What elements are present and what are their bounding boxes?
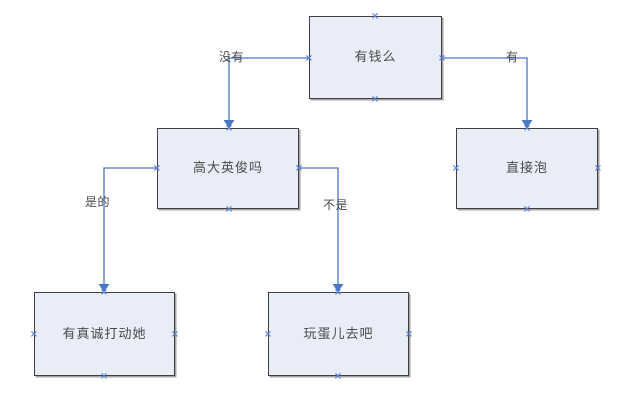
anchor-point-n4-bottom[interactable]: × <box>99 370 109 382</box>
flowchart-node-n2[interactable]: 高大英俊吗 <box>157 128 299 209</box>
anchor-point-n1-bottom[interactable]: × <box>370 93 380 105</box>
anchor-point-n1-left[interactable]: × <box>304 52 314 64</box>
anchor-point-n3-left[interactable]: × <box>451 162 461 174</box>
anchor-point-n1-right[interactable]: × <box>437 52 447 64</box>
connector-e1[interactable] <box>228 57 309 121</box>
anchor-point-n2-bottom[interactable]: × <box>224 203 234 215</box>
edge-label-e3[interactable]: 是的 <box>85 195 111 209</box>
anchor-point-n2-left[interactable]: × <box>152 162 162 174</box>
anchor-point-n5-right[interactable]: × <box>404 328 414 340</box>
anchor-point-n3-right[interactable]: × <box>593 162 603 174</box>
flowchart-node-n5[interactable]: 玩蛋儿去吧 <box>268 292 409 376</box>
arrowhead-a4 <box>332 284 344 292</box>
flowchart-node-n1[interactable]: 有钱么 <box>309 16 442 99</box>
anchor-point-n4-right[interactable]: × <box>170 328 180 340</box>
anchor-point-n2-right[interactable]: × <box>294 162 304 174</box>
flowchart-node-n3[interactable]: 直接泡 <box>456 128 598 209</box>
anchor-point-n5-top[interactable]: × <box>333 286 343 298</box>
node-label: 玩蛋儿去吧 <box>303 326 374 342</box>
anchor-point-n4-top[interactable]: × <box>99 286 109 298</box>
arrowhead-a3 <box>98 284 110 292</box>
anchor-point-n5-left[interactable]: × <box>263 328 273 340</box>
node-label: 有真诚打动她 <box>62 326 147 342</box>
flowchart-node-n4[interactable]: 有真诚打动她 <box>34 292 175 376</box>
arrowhead-a1 <box>223 120 235 128</box>
connector-e2[interactable] <box>442 57 528 121</box>
arrowhead-a2 <box>521 120 533 128</box>
anchor-point-n5-bottom[interactable]: × <box>333 370 343 382</box>
edge-label-e4[interactable]: 不是 <box>323 198 349 212</box>
arrowhead-group <box>98 120 533 292</box>
node-label: 有钱么 <box>354 50 397 65</box>
anchor-point-n3-bottom[interactable]: × <box>522 203 532 215</box>
connector-e4[interactable] <box>299 167 339 285</box>
anchor-point-n3-top[interactable]: × <box>522 122 532 134</box>
connector-e3[interactable] <box>103 167 157 285</box>
anchor-point-n2-top[interactable]: × <box>224 122 234 134</box>
edge-label-e2[interactable]: 有 <box>506 50 519 64</box>
edge-label-e1[interactable]: 没有 <box>219 50 245 64</box>
anchor-point-n1-top[interactable]: × <box>370 10 380 22</box>
edge-path-group <box>103 57 528 285</box>
anchor-point-n4-left[interactable]: × <box>29 328 39 340</box>
node-label: 直接泡 <box>505 161 548 176</box>
node-label: 高大英俊吗 <box>192 161 263 176</box>
